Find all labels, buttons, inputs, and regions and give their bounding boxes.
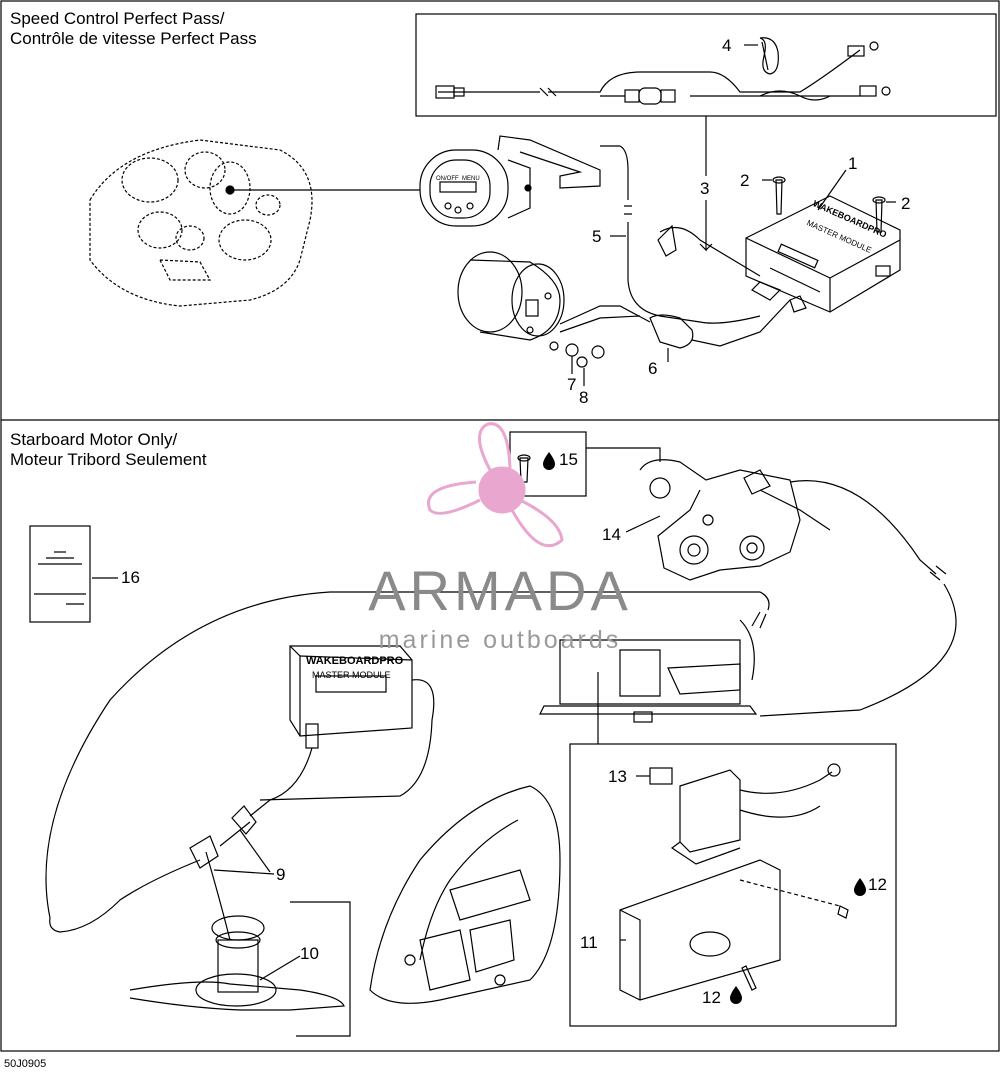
callout-5: 5 xyxy=(592,227,602,246)
document-code: 50J0905 xyxy=(4,1058,47,1070)
callout-2b: 2 xyxy=(901,194,911,213)
callout-10: 10 xyxy=(300,944,319,963)
watermark-tagline: marine outboards xyxy=(378,626,622,654)
top-section-title-fr: Contrôle de vitesse Perfect Pass xyxy=(10,29,257,48)
callout-1: 1 xyxy=(848,154,858,173)
gauge-menu-label: MENU xyxy=(462,176,480,182)
watermark-brand: ARMADA xyxy=(368,559,632,622)
callout-16: 16 xyxy=(121,568,140,587)
top-section-title-en: Speed Control Perfect Pass/ xyxy=(10,9,225,28)
callout-14: 14 xyxy=(602,525,621,544)
bottom-section-title-fr: Moteur Tribord Seulement xyxy=(10,450,207,469)
bottom-module-brand: WAKEBOARDPRO xyxy=(306,655,404,667)
loctite-drop-icon xyxy=(730,986,742,1004)
callout-12b: 12 xyxy=(702,988,721,1007)
callout-12a: 12 xyxy=(868,875,887,894)
callout-6: 6 xyxy=(648,359,658,378)
callout-9: 9 xyxy=(276,865,286,884)
callout-13: 13 xyxy=(608,767,627,786)
bottom-module-model: MASTER MODULE xyxy=(312,670,391,680)
callout-7: 7 xyxy=(567,375,577,394)
propeller-logo-icon xyxy=(427,422,564,548)
gauge-onoff-label: ON/OFF xyxy=(436,176,459,182)
bottom-section-title-en: Starboard Motor Only/ xyxy=(10,430,178,449)
callout-11: 11 xyxy=(580,933,598,952)
loctite-drop-icon xyxy=(543,452,555,470)
callout-8: 8 xyxy=(579,388,589,407)
callout-4: 4 xyxy=(722,36,732,55)
loctite-drop-icon xyxy=(854,878,866,896)
callout-15: 15 xyxy=(559,450,578,469)
callout-2a: 2 xyxy=(740,171,750,190)
callout-3: 3 xyxy=(700,179,710,198)
